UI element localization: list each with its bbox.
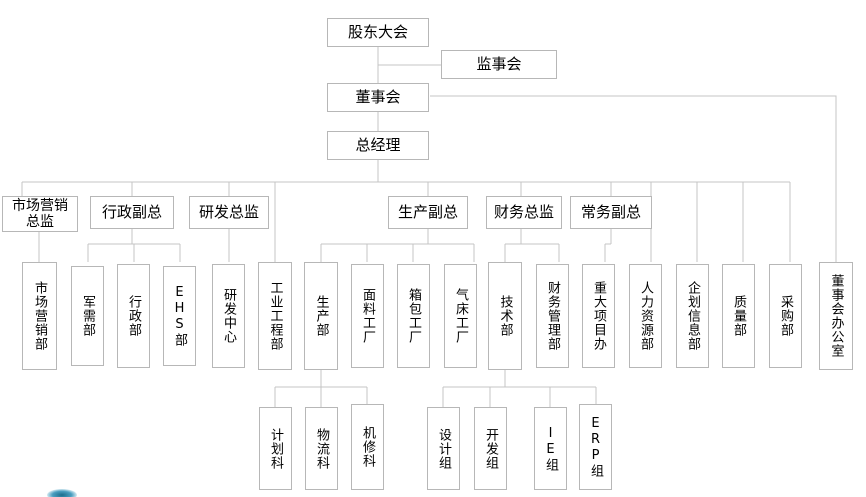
node-rd-director[interactable]: 研发总监 — [189, 196, 269, 229]
node-development-group[interactable]: 开发组 — [474, 407, 507, 490]
node-industrial-engineering-department[interactable]: 工业工程部 — [258, 262, 292, 370]
node-board-of-directors[interactable]: 董事会 — [327, 83, 429, 112]
node-finance-director[interactable]: 财务总监 — [486, 196, 562, 229]
node-board-of-supervisors[interactable]: 监事会 — [441, 50, 557, 79]
node-human-resources-department[interactable]: 人力资源部 — [629, 264, 662, 368]
node-label: 董事会办公室 — [828, 274, 844, 358]
node-label: 军需部 — [80, 295, 95, 337]
node-purchasing-department[interactable]: 采购部 — [769, 264, 802, 368]
node-label: 监事会 — [476, 55, 522, 74]
node-label: 物流科 — [314, 427, 329, 470]
node-design-group[interactable]: 设计组 — [427, 407, 460, 490]
node-label: 采购部 — [778, 295, 793, 337]
node-label: 生产副总 — [397, 203, 458, 222]
node-label: 行政副总 — [101, 203, 162, 222]
node-label: 行政部 — [126, 295, 141, 337]
node-label: 市场营销总监 — [12, 197, 68, 230]
node-ehs-department[interactable]: EHS部 — [163, 266, 196, 366]
node-general-manager[interactable]: 总经理 — [327, 131, 429, 160]
node-label: 研发中心 — [221, 288, 236, 344]
node-label: 机修科 — [360, 426, 375, 468]
node-financial-management-department[interactable]: 财务管理部 — [536, 264, 569, 368]
node-label: 董事会 — [355, 88, 401, 107]
node-planning-section[interactable]: 计划科 — [259, 407, 292, 490]
node-bag-factory[interactable]: 箱包工厂 — [397, 264, 430, 368]
node-quality-department[interactable]: 质量部 — [722, 264, 755, 368]
node-label: 总经理 — [355, 136, 401, 155]
node-board-office[interactable]: 董事会办公室 — [819, 262, 853, 370]
node-erp-group[interactable]: ERP组 — [579, 404, 612, 490]
node-label: 股东大会 — [347, 23, 408, 42]
node-label: 箱包工厂 — [406, 288, 421, 344]
node-label: ERP组 — [588, 416, 603, 478]
node-label: 面料工厂 — [360, 288, 375, 344]
render-artifact — [47, 489, 77, 497]
node-label: 气床工厂 — [453, 288, 468, 344]
node-air-bed-factory[interactable]: 气床工厂 — [444, 264, 477, 368]
node-fabric-factory[interactable]: 面料工厂 — [351, 264, 384, 368]
node-shareholders-meeting[interactable]: 股东大会 — [327, 18, 429, 47]
node-ie-group[interactable]: IE组 — [534, 407, 567, 490]
node-label: 开发组 — [483, 427, 498, 470]
node-label: 财务管理部 — [545, 281, 560, 351]
node-label: 人力资源部 — [638, 281, 653, 351]
node-label: 市场营销部 — [32, 281, 47, 351]
node-label: 企划信息部 — [685, 281, 700, 351]
node-marketing-director[interactable]: 市场营销总监 — [2, 196, 78, 232]
node-maintenance-section[interactable]: 机修科 — [351, 404, 384, 490]
node-military-supplies-department[interactable]: 军需部 — [71, 266, 104, 366]
node-label: 技术部 — [497, 295, 513, 337]
node-production-department[interactable]: 生产部 — [304, 262, 338, 370]
node-production-vice-president[interactable]: 生产副总 — [388, 196, 468, 229]
node-technology-department[interactable]: 技术部 — [488, 262, 522, 370]
node-label: 常务副总 — [580, 203, 641, 222]
node-label: IE组 — [543, 425, 558, 472]
node-label: EHS部 — [172, 285, 187, 347]
node-rd-center[interactable]: 研发中心 — [212, 264, 245, 368]
node-logistics-section[interactable]: 物流科 — [305, 407, 338, 490]
node-major-project-office[interactable]: 重大项目办 — [582, 264, 615, 368]
node-label: 质量部 — [731, 295, 746, 337]
node-label: 工业工程部 — [267, 281, 283, 351]
node-label: 设计组 — [436, 427, 451, 470]
node-label: 重大项目办 — [591, 281, 606, 351]
node-label: 生产部 — [313, 295, 329, 337]
node-planning-information-department[interactable]: 企划信息部 — [676, 264, 709, 368]
node-administration-department[interactable]: 行政部 — [117, 264, 150, 368]
node-marketing-department[interactable]: 市场营销部 — [22, 262, 57, 370]
node-admin-vice-president[interactable]: 行政副总 — [90, 196, 174, 229]
node-label: 研发总监 — [198, 203, 259, 222]
node-label: 财务总监 — [493, 203, 554, 222]
node-label: 计划科 — [268, 427, 283, 470]
node-executive-vice-president[interactable]: 常务副总 — [570, 196, 652, 229]
